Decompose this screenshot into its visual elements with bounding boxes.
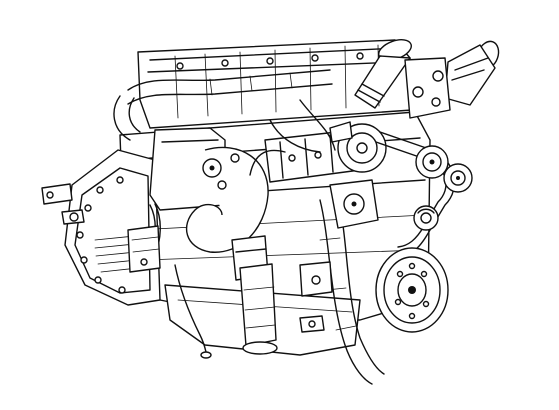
oil-filter-housing (239, 263, 278, 355)
engine-mount (299, 261, 333, 297)
alternator (329, 121, 387, 173)
water-pump (329, 179, 379, 229)
belt-drive (375, 131, 473, 257)
coolant-pipe-lower (299, 197, 385, 385)
crankshaft-damper (375, 247, 449, 333)
coolant-elbow-upper (354, 39, 500, 119)
intake-pipe (113, 69, 333, 141)
starter-motor (127, 225, 161, 273)
